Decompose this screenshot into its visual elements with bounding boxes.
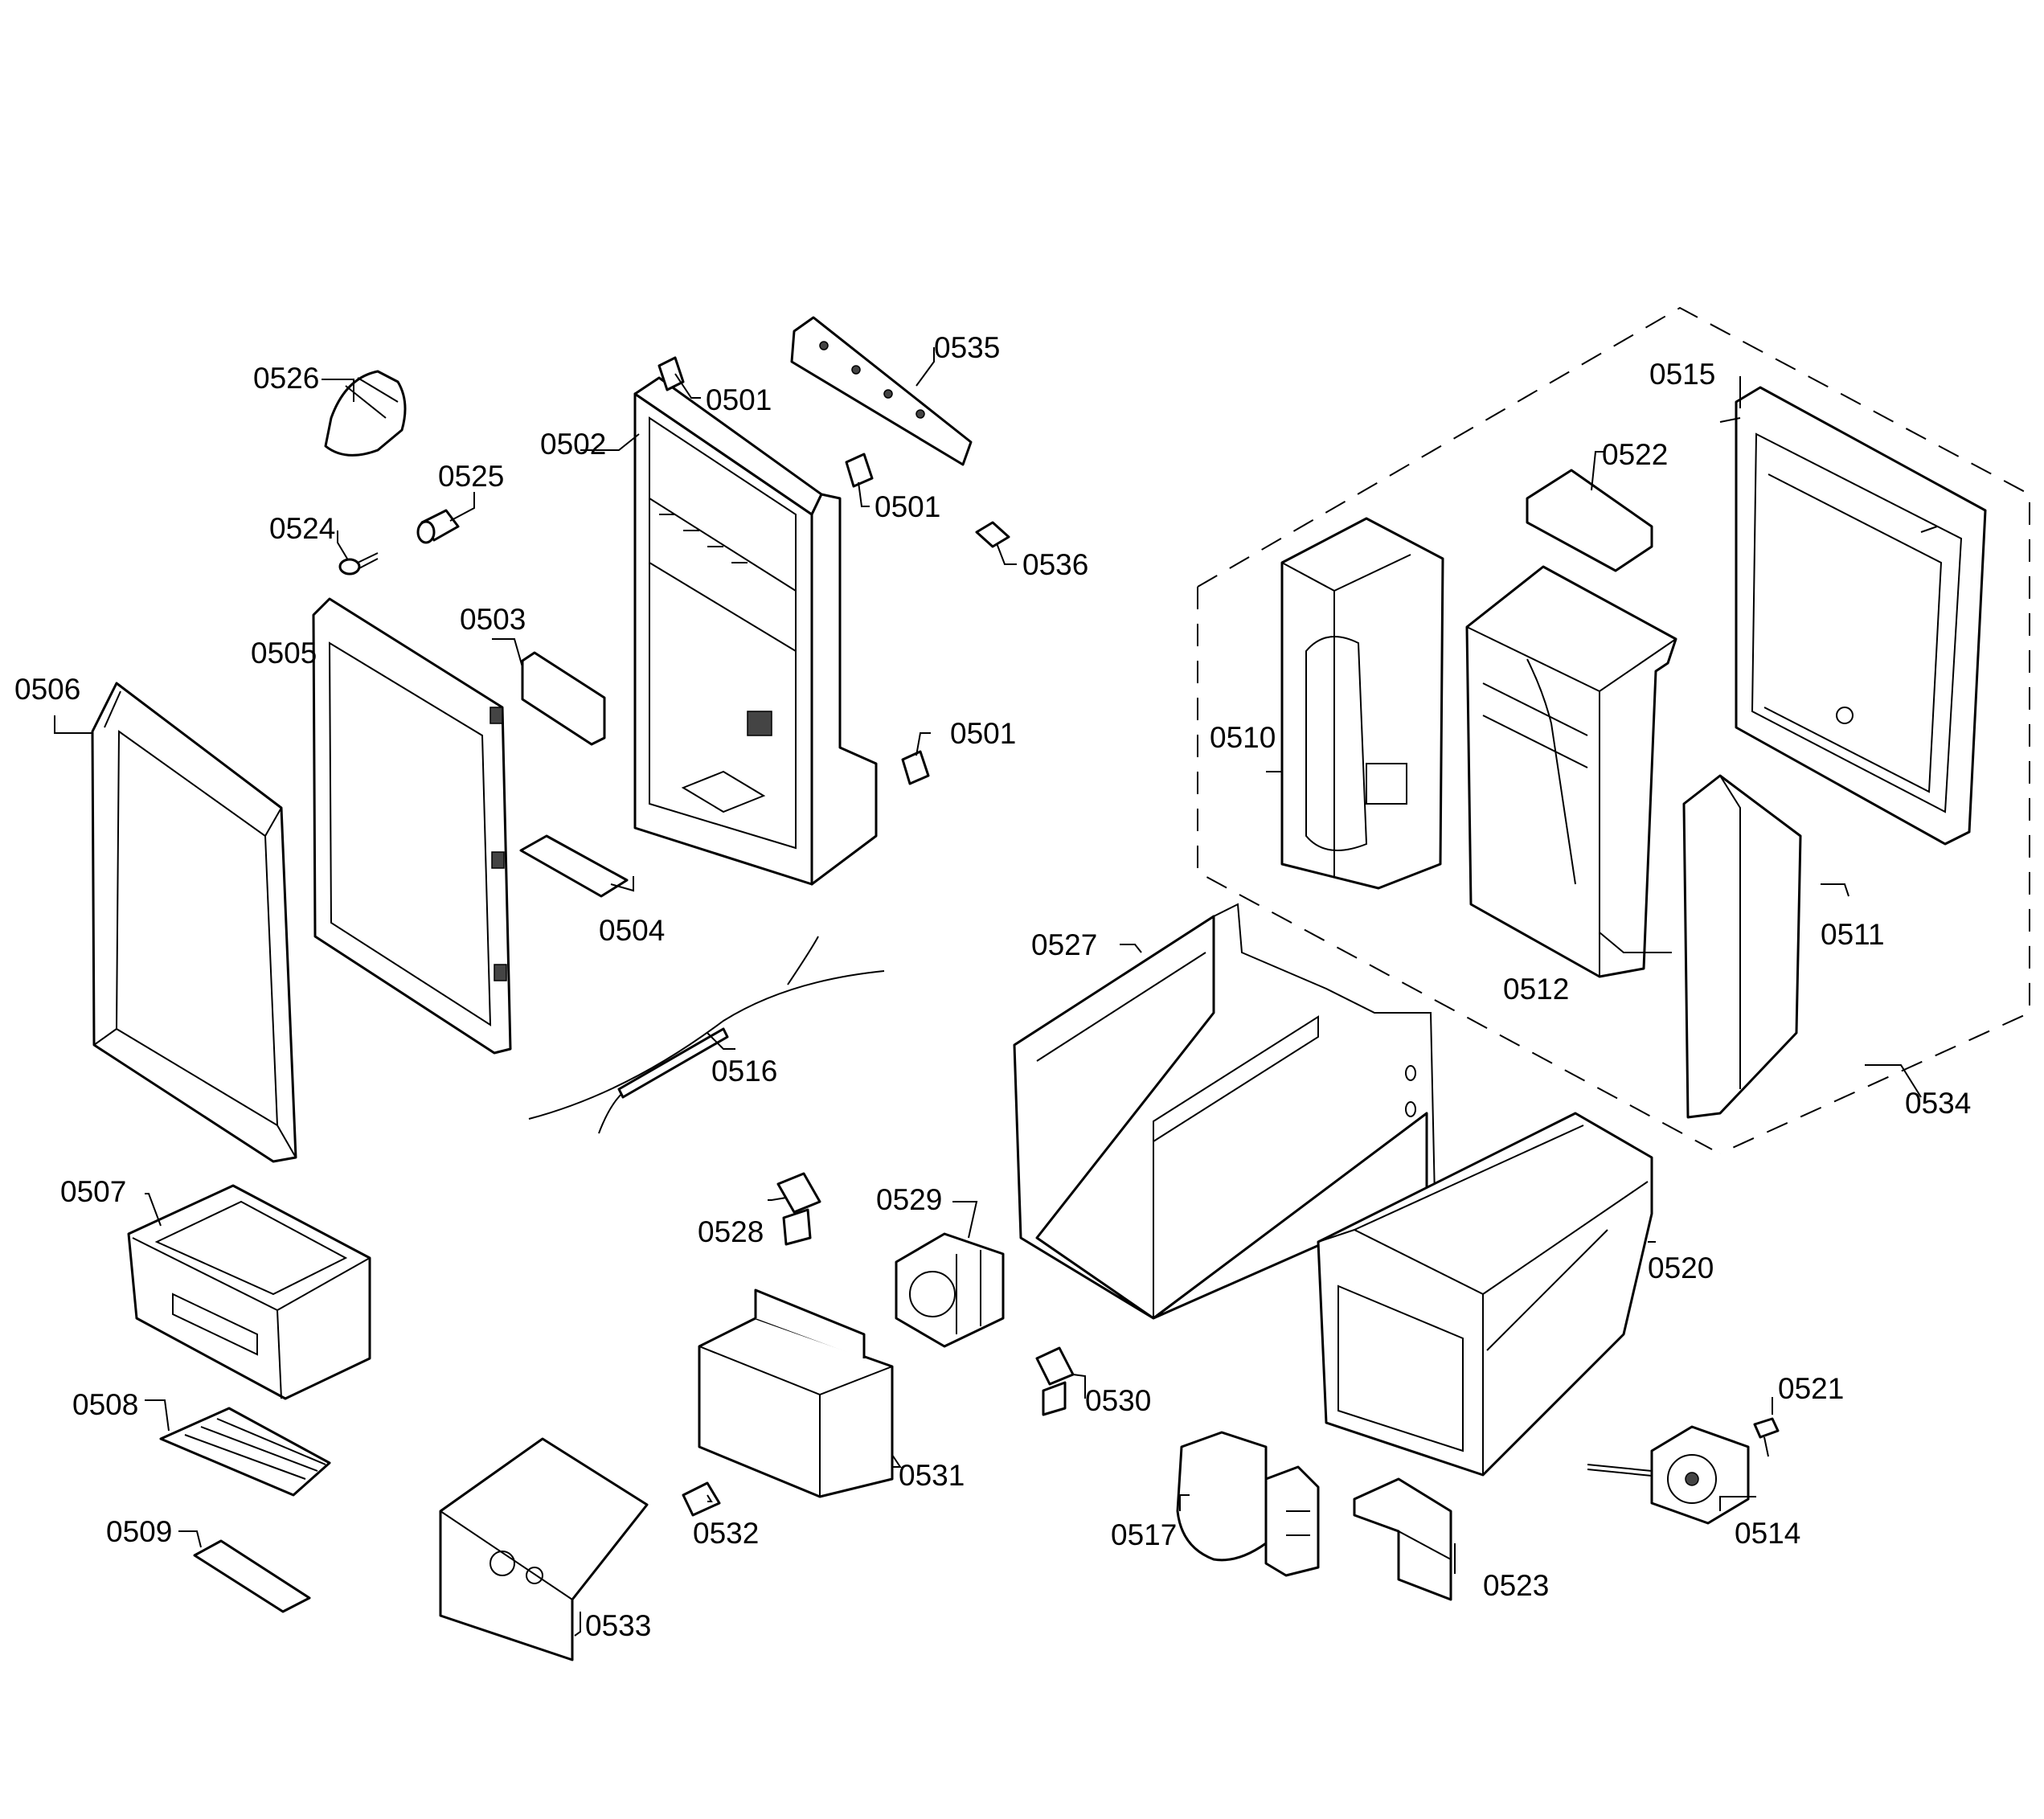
- label-0501-c: 0501: [950, 717, 1016, 750]
- part-0501c[interactable]: [901, 750, 930, 785]
- label-0534: 0534: [1905, 1087, 1971, 1120]
- part-0523[interactable]: [1353, 1477, 1452, 1601]
- part-0504[interactable]: [519, 834, 629, 898]
- label-0528: 0528: [698, 1215, 764, 1248]
- part-0525[interactable]: [416, 509, 460, 544]
- label-0526: 0526: [253, 362, 319, 395]
- label-0510: 0510: [1210, 721, 1276, 754]
- part-0512[interactable]: [1465, 565, 1677, 978]
- part-0514[interactable]: [1587, 1425, 1750, 1525]
- part-0506[interactable]: [91, 682, 297, 1163]
- label-0532: 0532: [693, 1517, 759, 1550]
- label-0535: 0535: [934, 331, 1000, 364]
- label-0501-a: 0501: [706, 383, 772, 416]
- label-0517: 0517: [1111, 1518, 1177, 1551]
- part-0533[interactable]: [439, 1437, 649, 1661]
- part-0507[interactable]: [127, 1184, 371, 1400]
- label-0525: 0525: [438, 460, 504, 493]
- label-0520: 0520: [1648, 1252, 1714, 1284]
- part-0502[interactable]: [633, 376, 878, 886]
- part-0529[interactable]: [895, 1232, 1005, 1348]
- label-0503: 0503: [460, 603, 526, 636]
- part-0521[interactable]: [1753, 1417, 1780, 1457]
- label-0507: 0507: [60, 1175, 126, 1208]
- label-0512: 0512: [1503, 973, 1569, 1006]
- part-0501a[interactable]: [657, 356, 685, 391]
- part-0526[interactable]: [324, 370, 407, 457]
- leader-lines: [54, 347, 1922, 1637]
- label-0508: 0508: [72, 1388, 138, 1421]
- label-0522: 0522: [1602, 438, 1668, 471]
- label-0502: 0502: [540, 428, 606, 461]
- label-0501-b: 0501: [875, 490, 940, 523]
- label-0529: 0529: [876, 1183, 942, 1216]
- part-0524[interactable]: [338, 552, 379, 576]
- label-0514: 0514: [1735, 1517, 1800, 1550]
- label-0521: 0521: [1778, 1372, 1844, 1405]
- part-0516[interactable]: [528, 936, 885, 1134]
- part-0536[interactable]: [975, 521, 1010, 548]
- part-0532[interactable]: [682, 1481, 721, 1517]
- part-0535[interactable]: [790, 316, 973, 466]
- assembly-0534-boundary: [1197, 306, 2030, 1154]
- part-0517[interactable]: [1176, 1431, 1320, 1577]
- label-0524: 0524: [269, 512, 335, 545]
- label-0506: 0506: [14, 673, 80, 706]
- part-0530[interactable]: [1035, 1346, 1075, 1416]
- label-0530: 0530: [1085, 1384, 1151, 1417]
- part-0508[interactable]: [159, 1407, 331, 1497]
- label-0531: 0531: [899, 1459, 965, 1492]
- part-0528[interactable]: [776, 1172, 821, 1246]
- part-labels: 0526 0525 0524 0501 0501 0501 0535 0502 …: [14, 331, 1971, 1642]
- part-0503[interactable]: [521, 651, 606, 746]
- part-0501b[interactable]: [845, 453, 874, 488]
- label-0523: 0523: [1483, 1569, 1549, 1602]
- label-0533: 0533: [585, 1609, 651, 1642]
- label-0505: 0505: [251, 637, 317, 670]
- label-0509: 0509: [106, 1515, 172, 1548]
- part-0522[interactable]: [1526, 469, 1653, 572]
- label-0516: 0516: [711, 1055, 777, 1088]
- part-0509[interactable]: [193, 1539, 311, 1613]
- part-0520[interactable]: [1317, 1112, 1653, 1477]
- label-0527: 0527: [1031, 928, 1097, 961]
- part-0515[interactable]: [1719, 386, 1987, 846]
- label-0511: 0511: [1821, 918, 1885, 951]
- part-0511[interactable]: [1682, 774, 1802, 1119]
- label-0504: 0504: [599, 914, 665, 947]
- label-0536: 0536: [1022, 548, 1088, 581]
- label-0515: 0515: [1649, 358, 1715, 391]
- part-0505[interactable]: [312, 597, 512, 1055]
- part-0531[interactable]: [698, 1288, 894, 1498]
- part-0510[interactable]: [1280, 517, 1444, 890]
- part-0527[interactable]: [1013, 903, 1436, 1320]
